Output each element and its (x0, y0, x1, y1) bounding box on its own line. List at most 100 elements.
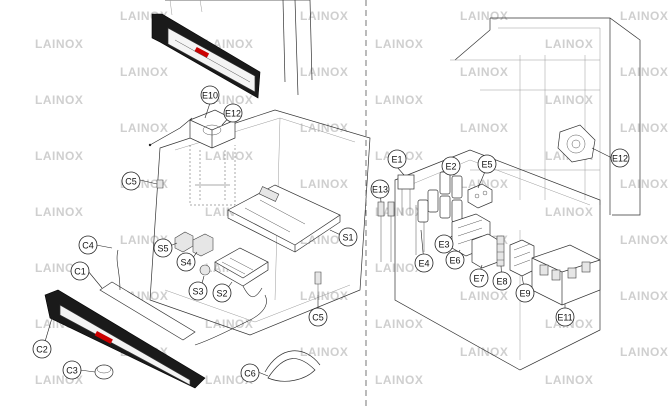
watermark-text: LAINOX (375, 261, 423, 275)
callout-label: E3 (438, 240, 449, 250)
callout-circle (441, 156, 461, 176)
callout-circle (212, 283, 232, 303)
control-knob (94, 364, 114, 380)
callout-circle (555, 307, 575, 327)
callout-label: C5 (312, 313, 324, 323)
callout-label: C2 (36, 345, 48, 355)
callout-circle (477, 154, 497, 174)
callout-circle (308, 307, 328, 327)
callout-circle (176, 252, 196, 272)
callout-c2: C2 (32, 339, 52, 359)
callout-e11: E11 (555, 307, 575, 327)
callout-circle (188, 281, 208, 301)
watermark-text: LAINOX (620, 65, 668, 79)
callout-circle (70, 261, 90, 281)
core-probe (264, 350, 321, 382)
callout-e6: E6 (445, 250, 465, 270)
callout-c6: C6 (240, 363, 260, 383)
watermark-text: LAINOX (375, 93, 423, 107)
callout-s5: S5 (153, 238, 173, 258)
callout-e2: E2 (441, 156, 461, 176)
watermark-text: LAINOX (620, 177, 668, 191)
contactor-e11 (531, 244, 601, 306)
watermark-text: LAINOX (35, 149, 83, 163)
watermark-text: LAINOX (120, 121, 168, 135)
callout-e4: E4 (414, 253, 434, 273)
callout-label: E12 (612, 154, 628, 164)
watermark-text: LAINOX (545, 37, 593, 51)
upper-control-panel (151, 13, 261, 99)
callout-label: E12 (225, 109, 241, 119)
callout-c4: C4 (78, 235, 98, 255)
callout-c3: C3 (62, 360, 82, 380)
terminal-connector (467, 183, 493, 209)
watermark-text: LAINOX (300, 177, 348, 191)
callout-label: C1 (74, 267, 86, 277)
watermark-text: LAINOX (300, 65, 348, 79)
small-components (174, 231, 269, 298)
air-duct (189, 145, 236, 206)
callout-label: S5 (157, 244, 168, 254)
watermark-text: LAINOX (205, 317, 253, 331)
watermark-text: LAINOX (620, 9, 668, 23)
callout-e1: E1 (387, 149, 407, 169)
watermark-text: LAINOX (545, 373, 593, 387)
watermark-text: LAINOX (120, 65, 168, 79)
lower-control-panel (44, 249, 267, 389)
callout-circle (200, 85, 220, 105)
callout-circle (240, 363, 260, 383)
callout-label: E11 (557, 313, 572, 323)
main-board (227, 184, 341, 253)
callout-circle (387, 149, 407, 169)
callout-circle (414, 253, 434, 273)
callout-circle (153, 238, 173, 258)
callout-e10: E10 (200, 85, 220, 105)
watermark-text: LAINOX (375, 373, 423, 387)
callout-circle (338, 227, 358, 247)
watermark-text: LAINOX (375, 317, 423, 331)
callout-label: S4 (180, 258, 191, 268)
callout-label: E5 (481, 160, 492, 170)
watermark-text: LAINOX (620, 289, 668, 303)
callout-s2: S2 (212, 283, 232, 303)
watermark-text: LAINOX (460, 9, 508, 23)
relay-block (397, 174, 415, 215)
watermark-text: LAINOX (35, 37, 83, 51)
watermark-text: LAINOX (460, 177, 508, 191)
watermark-text: LAINOX (545, 205, 593, 219)
callout-s4: S4 (176, 252, 196, 272)
callout-circle (78, 235, 98, 255)
callout-label: E6 (449, 256, 460, 266)
callout-e8: E8 (492, 271, 512, 291)
callout-label: C4 (82, 241, 94, 251)
callout-c1: C1 (70, 261, 90, 281)
callout-e7: E7 (469, 268, 489, 288)
watermark-text: LAINOX (545, 93, 593, 107)
callout-e12: E12 (610, 148, 630, 168)
callout-label: E1 (391, 155, 402, 165)
callout-circle (121, 171, 141, 191)
screws (156, 179, 322, 295)
callout-circle (515, 283, 535, 303)
callout-circle (445, 250, 465, 270)
watermark-text: LAINOX (300, 9, 348, 23)
callout-label: C6 (244, 369, 256, 379)
callout-circle (469, 268, 489, 288)
callout-label: E13 (372, 185, 388, 195)
capacitor-bank (417, 171, 463, 223)
fan-unit (148, 109, 236, 149)
callout-circle (610, 148, 630, 168)
callout-circle (32, 339, 52, 359)
oven-rear-body (450, 17, 641, 216)
terminal-strip-e9 (509, 239, 535, 277)
watermark-text: LAINOX (300, 121, 348, 135)
watermark-text: LAINOX (35, 93, 83, 107)
watermark-text: LAINOX (205, 149, 253, 163)
callout-e13: E13 (370, 179, 390, 199)
callout-s1: S1 (338, 227, 358, 247)
watermark-layer: LAINOX LAINOX LAINOX LAINOX LAINOX LAINOX LAIN… (35, 9, 668, 387)
callout-label: S2 (216, 289, 227, 299)
